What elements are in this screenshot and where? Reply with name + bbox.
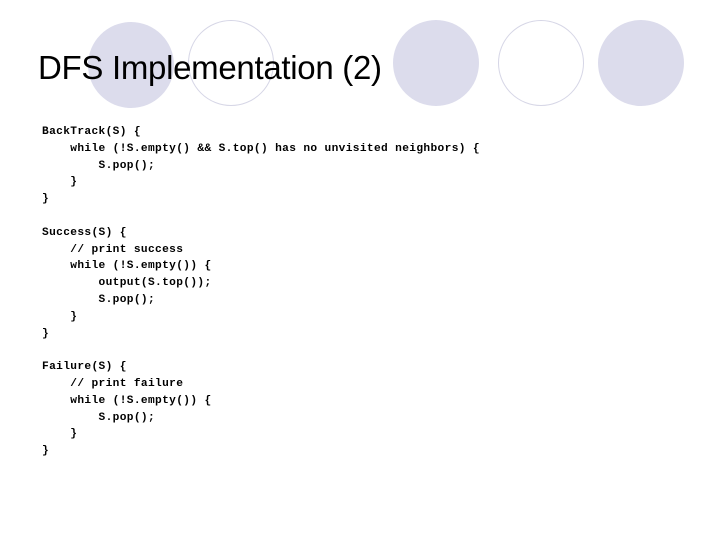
code-block-failure: Failure(S) { // print failure while (!S.… bbox=[42, 361, 212, 458]
code-body: BackTrack(S) { while (!S.empty() && S.to… bbox=[42, 124, 682, 460]
page-title: DFS Implementation (2) bbox=[38, 49, 382, 86]
decorative-circle-3 bbox=[393, 20, 479, 106]
code-block-spacer-2 bbox=[42, 342, 682, 359]
code-block-spacer-1 bbox=[42, 208, 682, 225]
code-block-success: Success(S) { // print success while (!S.… bbox=[42, 226, 212, 340]
decorative-circle-4 bbox=[498, 20, 584, 106]
decorative-circle-5 bbox=[598, 20, 684, 106]
code-block-backtrack: BackTrack(S) { while (!S.empty() && S.to… bbox=[42, 126, 480, 206]
